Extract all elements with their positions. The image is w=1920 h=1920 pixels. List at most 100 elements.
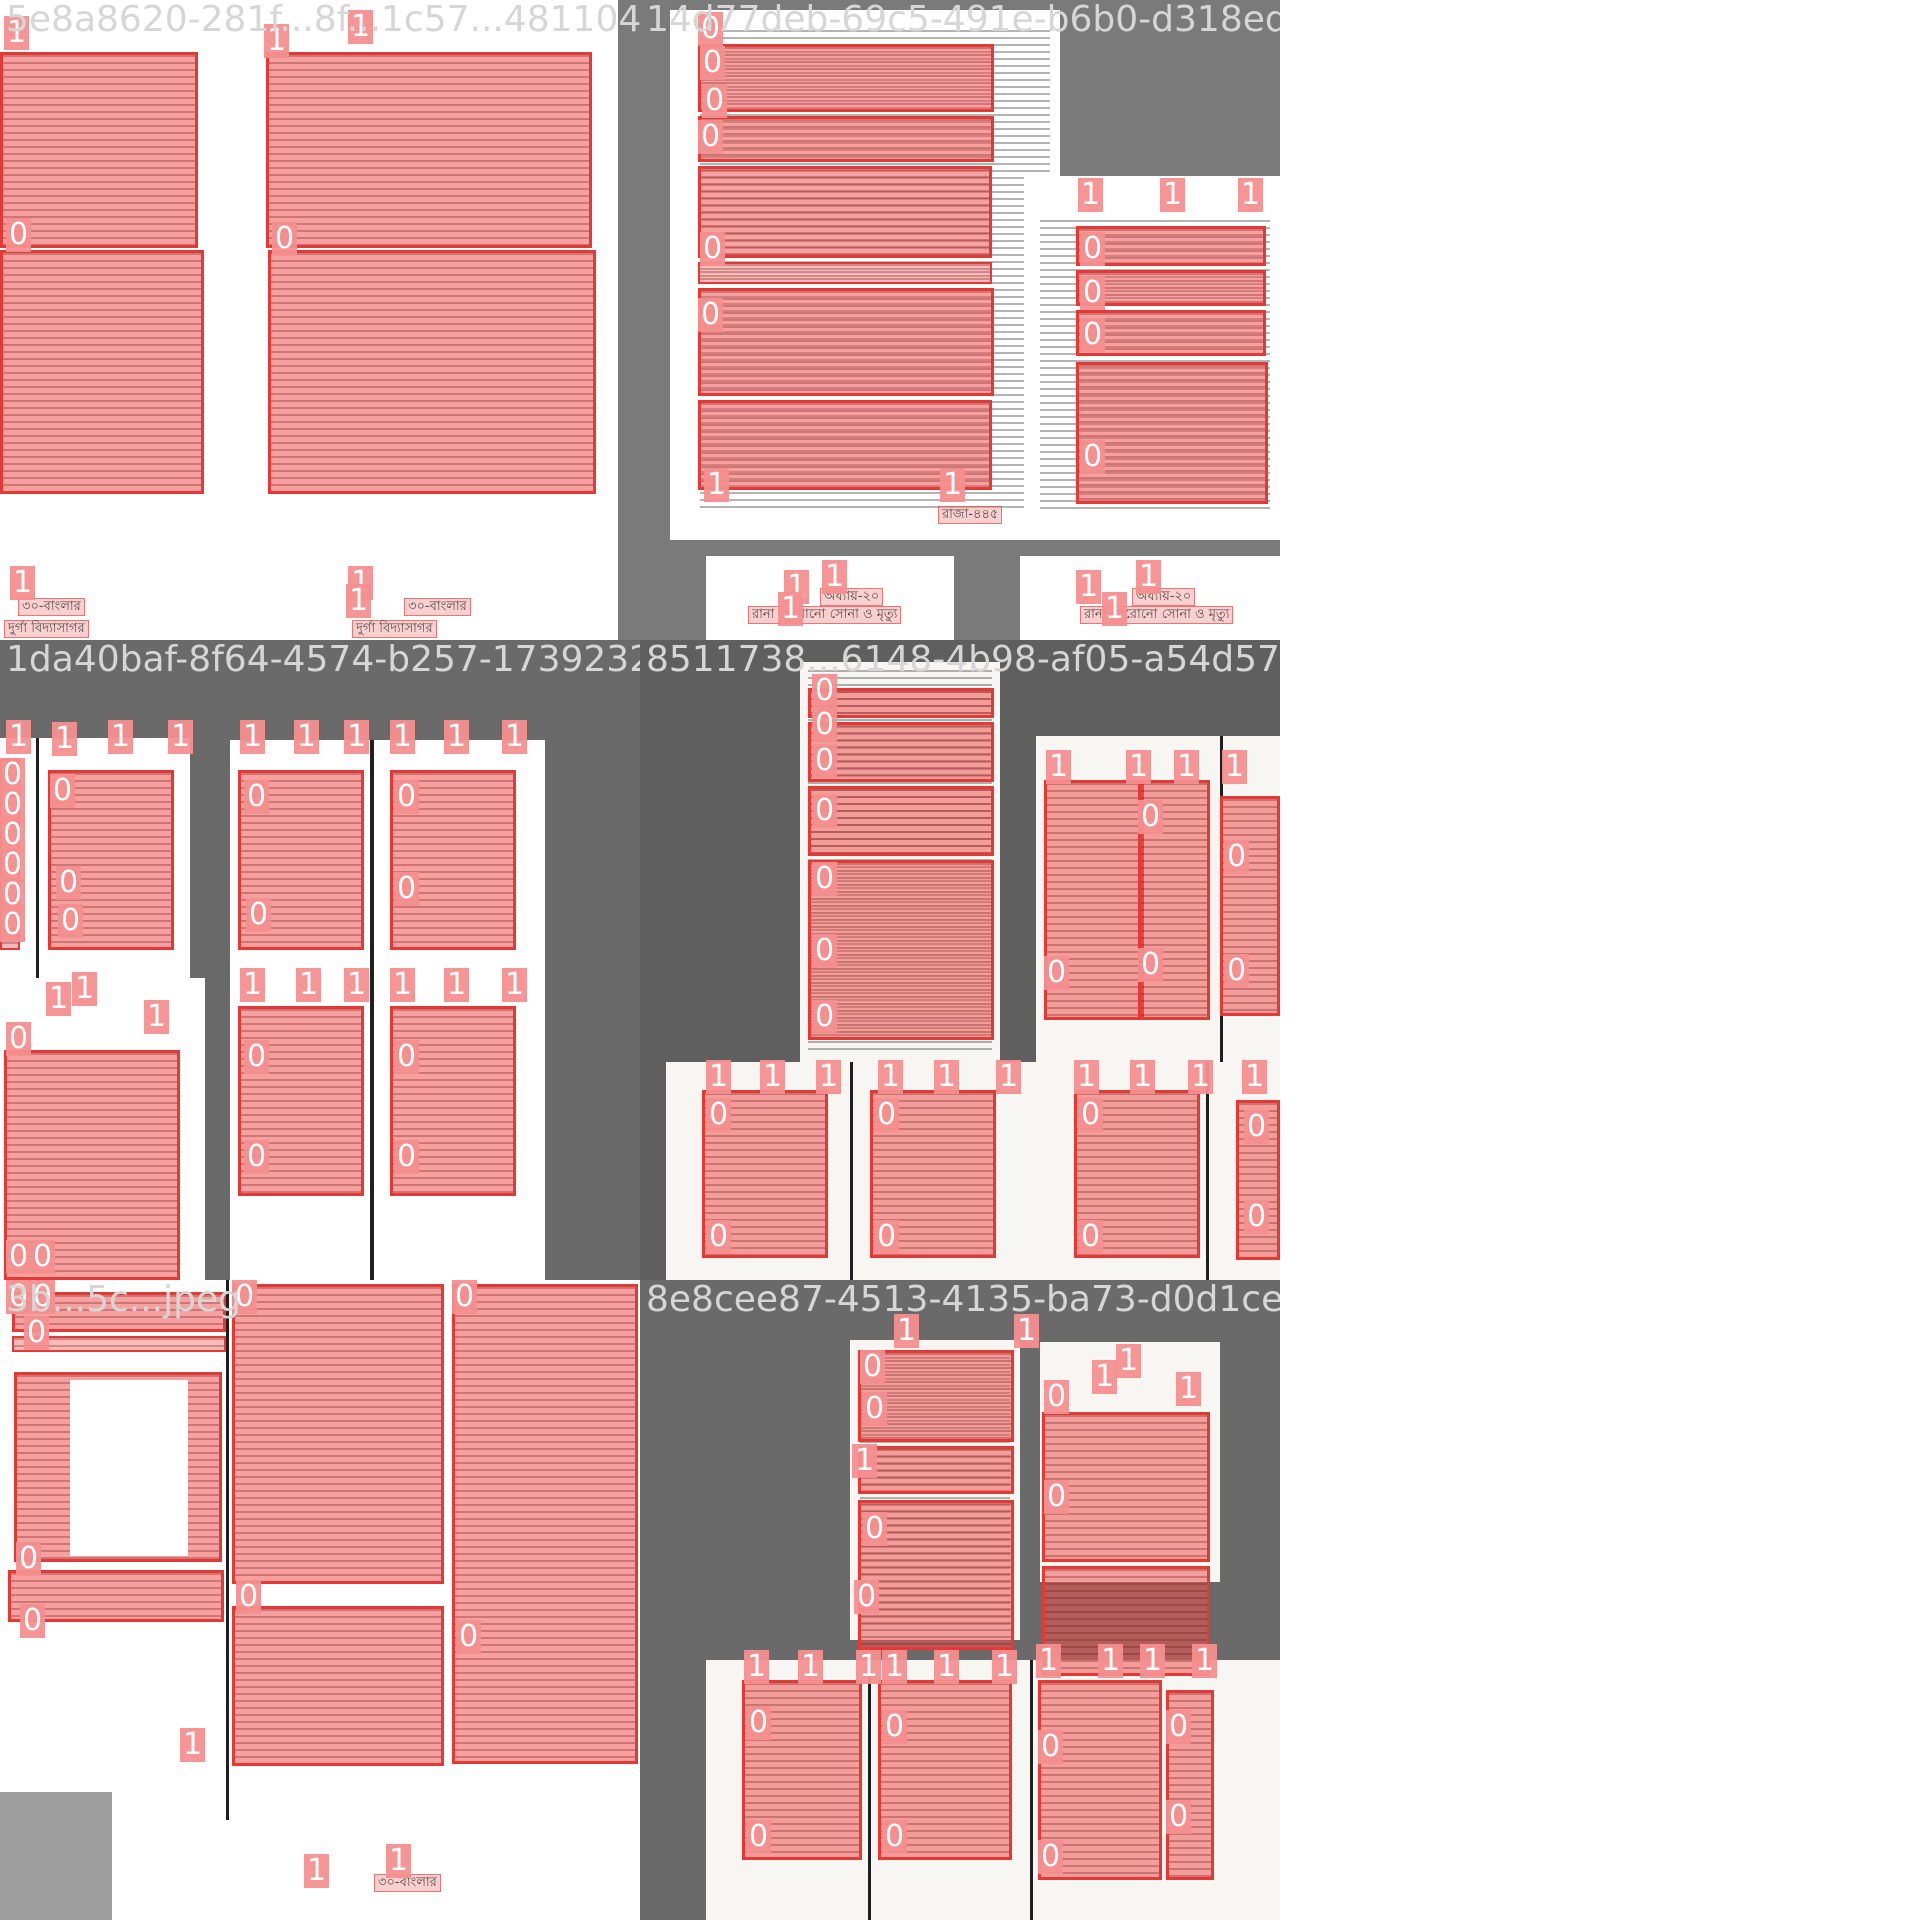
label-0-tag: 0: [700, 46, 726, 80]
label-0-tag: 0: [1038, 1730, 1064, 1764]
book-gutter: [226, 1280, 229, 1820]
region-text-texture: [1045, 1569, 1207, 1673]
region-text-texture: [269, 55, 589, 245]
label-1-tag: 1: [240, 968, 266, 1002]
label-0-tag: 0: [56, 866, 82, 900]
region-box: [1076, 270, 1266, 306]
label-0-tag: 0: [246, 898, 272, 932]
region-text-texture: [11, 1573, 221, 1619]
label-0-tag: 0: [6, 1280, 32, 1314]
label-0-tag: 0: [50, 774, 76, 808]
label-0-tag: 0: [860, 1350, 886, 1384]
label-1-tag: 1: [934, 1060, 960, 1094]
image-tile: 8511738...6148-4b98-af05-a54d57758c13.pn…: [640, 640, 1280, 1280]
label-0-tag: 0: [1044, 956, 1070, 990]
label-1-tag: 1: [1176, 1372, 1202, 1406]
label-0-tag: 0: [812, 934, 838, 968]
label-1-tag: 1: [1140, 1644, 1166, 1678]
region-box: [268, 250, 596, 494]
label-0-tag: 0: [1078, 1098, 1104, 1132]
label-0-tag: 0: [746, 1820, 772, 1854]
label-0-tag: 0: [862, 1392, 888, 1426]
label-1-tag: 1: [4, 16, 30, 50]
label-1-tag: 1: [46, 982, 72, 1016]
label-1-tag: 1: [1222, 750, 1248, 784]
label-0-tag: 0: [874, 1220, 900, 1254]
image-tile: 1da40baf-8f64-4574-b257-17392327ca25.png…: [0, 640, 640, 1280]
page-caption: ৩০-বাংলার: [404, 598, 471, 616]
label-1-tag: 1: [1078, 178, 1104, 212]
grey-block: [0, 1792, 112, 1920]
label-1-tag: 1: [706, 1060, 732, 1094]
label-1-tag: 1: [822, 560, 848, 594]
label-0-tag: 0: [20, 1604, 46, 1638]
label-1-tag: 1: [444, 720, 470, 754]
region-box: [266, 52, 592, 248]
label-0-tag: 0: [6, 1240, 32, 1274]
label-0-tag: 0: [1078, 1220, 1104, 1254]
region-text-texture: [701, 47, 991, 109]
label-0-tag: 0: [1080, 318, 1106, 352]
region-box: [0, 250, 204, 494]
label-1-tag: 1: [72, 972, 98, 1006]
label-1-tag: 1: [1092, 1360, 1118, 1394]
empty-margin: [1280, 0, 1920, 1920]
label-0-tag: 0: [6, 218, 32, 252]
label-1-tag: 1: [10, 566, 36, 600]
page-caption: দুর্গা বিদ্যাসাগর: [4, 620, 89, 638]
label-1-tag: 1: [1160, 178, 1186, 212]
label-1-tag: 1: [144, 1000, 170, 1034]
label-0-tag: 0: [882, 1820, 908, 1854]
label-1-tag: 1: [1098, 1644, 1124, 1678]
region-box: [12, 1336, 226, 1352]
label-0-tag: 0: [452, 1280, 478, 1314]
label-0-tag: 0: [1138, 800, 1164, 834]
region-box: [698, 116, 994, 162]
label-0-tag: 0: [882, 1710, 908, 1744]
label-1-tag: 1: [108, 720, 134, 754]
region-box: [808, 722, 994, 782]
label-1-tag: 1: [798, 1650, 824, 1684]
label-1-tag: 1: [344, 968, 370, 1002]
label-0-tag: 0: [456, 1620, 482, 1654]
label-1-tag: 1: [878, 1060, 904, 1094]
book-gutter: [1206, 1062, 1209, 1280]
label-0-tag: 0: [0, 788, 26, 822]
label-0-tag: 0: [698, 12, 724, 46]
label-1-tag: 1: [1136, 560, 1162, 594]
book-gutter: [1030, 1660, 1033, 1920]
label-0-tag: 0: [236, 1580, 262, 1614]
region-box: [232, 1284, 444, 1584]
region-box: [858, 1500, 1014, 1650]
label-1-tag: 1: [168, 720, 194, 754]
label-1-tag: 1: [6, 720, 32, 754]
label-0-tag: 0: [854, 1580, 880, 1614]
label-0-tag: 0: [1080, 276, 1106, 310]
region-text-texture: [271, 253, 593, 491]
label-0-tag: 0: [30, 1240, 56, 1274]
label-1-tag: 1: [1130, 1060, 1156, 1094]
region-box: [698, 400, 992, 490]
label-0-tag: 0: [1244, 1110, 1270, 1144]
label-0-tag: 0: [232, 1280, 258, 1314]
label-0-tag: 0: [862, 1512, 888, 1546]
label-0-tag: 0: [812, 744, 838, 778]
image-tile: 8e8cee87-4513-4135-ba73-d0d1cead3bd5.png…: [640, 1280, 1280, 1920]
label-0-tag: 0: [812, 794, 838, 828]
label-1-tag: 1: [296, 968, 322, 1002]
region-text-texture: [1045, 1415, 1207, 1559]
label-0-tag: 0: [1244, 1200, 1270, 1234]
label-0-tag: 0: [1166, 1710, 1192, 1744]
region-text-texture: [811, 725, 991, 779]
region-text-texture: [701, 291, 991, 393]
label-0-tag: 0: [700, 232, 726, 266]
region-text-texture: [811, 789, 991, 853]
label-1-tag: 1: [1188, 1060, 1214, 1094]
label-0-tag: 0: [1038, 1840, 1064, 1874]
region-text-texture: [701, 119, 991, 159]
label-0-tag: 0: [812, 708, 838, 742]
label-1-tag: 1: [52, 722, 78, 756]
label-0-tag: 0: [0, 848, 26, 882]
label-1-tag: 1: [502, 720, 528, 754]
